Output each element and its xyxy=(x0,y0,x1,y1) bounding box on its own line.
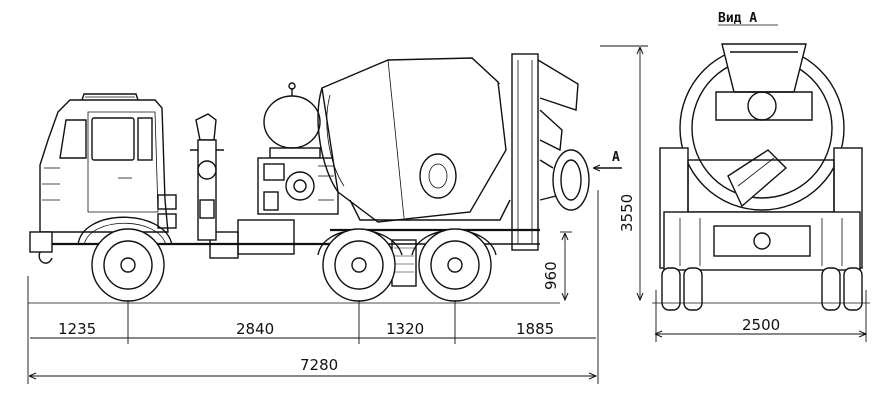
dim-total-height: 3550 xyxy=(618,194,636,232)
water-tank xyxy=(263,82,321,159)
rear-wheel-2 xyxy=(418,228,492,302)
dim-wheelbase-rear: 1320 xyxy=(386,320,424,338)
view-title: Вид А xyxy=(718,11,757,26)
dim-front-overhang: 1235 xyxy=(58,320,96,338)
view-a-marker: А xyxy=(594,150,622,168)
front-wheel xyxy=(91,228,165,302)
dim-total-width: 2500 xyxy=(742,316,780,334)
discharge-chute xyxy=(511,53,590,251)
rear-wheel-1 xyxy=(322,228,396,302)
engine-block xyxy=(209,157,339,259)
view-marker-label: А xyxy=(612,150,620,165)
dim-total-length: 7280 xyxy=(300,356,338,374)
dim-rear-overhang: 1885 xyxy=(516,320,554,338)
side-view: А 1235 2840 1320 1885 7280 960 3550 xyxy=(27,45,648,384)
rear-view: Вид А 2500 xyxy=(652,11,870,342)
dim-wheelbase-front: 2840 xyxy=(236,320,274,338)
exhaust-column xyxy=(190,113,224,241)
dim-frame-height: 960 xyxy=(542,261,560,290)
mixer-drum xyxy=(317,57,511,223)
